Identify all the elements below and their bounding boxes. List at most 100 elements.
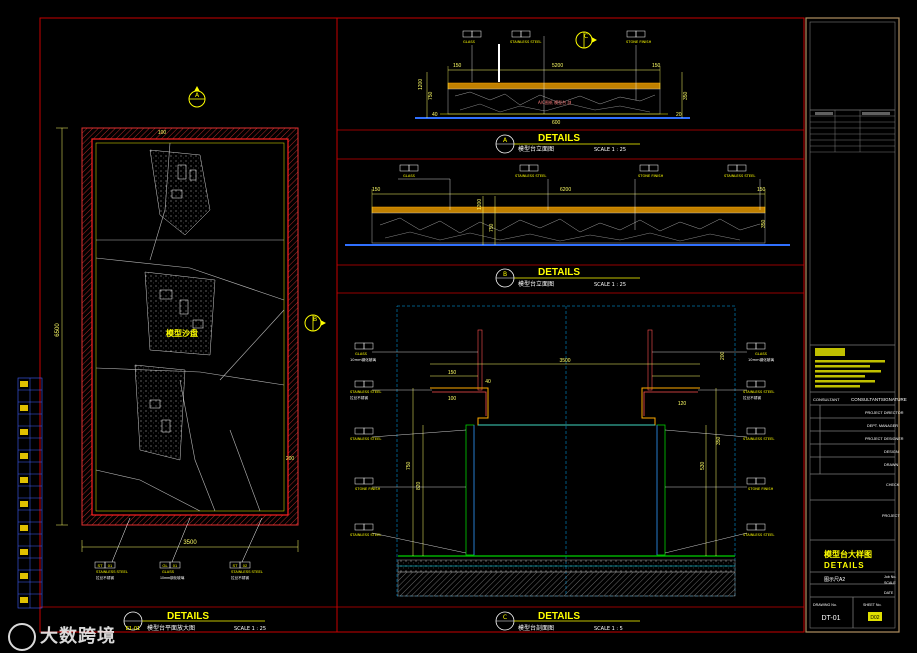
svg-text:3500: 3500 (559, 358, 570, 364)
svg-text:STAINLESS STEEL: STAINLESS STEEL (231, 570, 263, 574)
svg-text:SCALE 1 : 25: SCALE 1 : 25 (234, 626, 266, 632)
svg-text:模型台立面图: 模型台立面图 (518, 145, 554, 153)
plan-callout-3: ST 02 STAINLESS STEEL 拉丝不锈钢 (229, 517, 263, 580)
svg-text:DETAILS: DETAILS (538, 611, 580, 622)
svg-text:STONE FINISH: STONE FINISH (748, 487, 774, 491)
svg-text:拉丝不锈钢: 拉丝不锈钢 (96, 575, 114, 580)
marker-b-plan[interactable]: B (304, 314, 326, 332)
svg-text:DEPT. MANAGER: DEPT. MANAGER (867, 424, 898, 428)
view-title-c: C DETAILS 模型台剖面图 SCALE 1 : 5 (495, 611, 640, 632)
svg-text:B: B (503, 271, 507, 278)
svg-text:A: A (195, 92, 200, 99)
elevation-b (345, 189, 790, 246)
sheet-number: D02 (870, 615, 879, 621)
marker-a-plan[interactable]: A (188, 86, 206, 108)
drawing-number: DT-01 (821, 615, 840, 622)
svg-text:SHEET No.: SHEET No. (863, 603, 882, 607)
svg-text:5200: 5200 (552, 63, 563, 69)
svg-text:STAINLESS STEEL: STAINLESS STEEL (743, 390, 774, 394)
elevation-a-dims: 150 5200 150 600 1200 750 350 40 20 (418, 63, 689, 126)
svg-text:STAINLESS STEEL: STAINLESS STEEL (515, 174, 546, 178)
svg-text:750: 750 (489, 223, 495, 232)
plan-dim-edge: 100 (158, 130, 167, 136)
svg-text:150: 150 (652, 63, 661, 69)
svg-text:STAINLESS STEEL: STAINLESS STEEL (510, 40, 541, 44)
elevation-a-note: A/C图纸 模型台 剖 (538, 99, 571, 105)
svg-text:PROJECT: PROJECT (882, 514, 900, 518)
layer-strip (17, 377, 43, 609)
svg-text:DETAILS: DETAILS (167, 611, 209, 622)
svg-text:A: A (503, 137, 508, 144)
svg-text:STONE FINISH: STONE FINISH (638, 174, 664, 178)
svg-text:01: 01 (108, 563, 113, 568)
watermark-text: 大数跨境 (40, 626, 116, 647)
plan-callout-2: GL 01 GLASS 10mm钢化玻璃 (159, 517, 191, 580)
svg-text:1200: 1200 (418, 79, 424, 90)
svg-text:STAINLESS STEEL: STAINLESS STEEL (724, 174, 755, 178)
svg-text:CONSULTANT: CONSULTANT (813, 397, 840, 402)
svg-text:模型台平面放大图: 模型台平面放大图 (147, 624, 195, 632)
svg-text:350: 350 (716, 436, 722, 445)
svg-text:02: 02 (243, 563, 248, 568)
svg-text:DETAILS: DETAILS (538, 267, 580, 278)
plan-dim-side: 200 (286, 456, 295, 462)
svg-text:150: 150 (448, 370, 457, 376)
svg-text:STAINLESS STEEL: STAINLESS STEEL (350, 390, 381, 394)
svg-text:模型台剖面图: 模型台剖面图 (518, 624, 554, 632)
svg-text:拉丝不锈钢: 拉丝不锈钢 (350, 395, 368, 400)
svg-text:GL: GL (162, 563, 168, 568)
svg-text:1200: 1200 (477, 199, 483, 210)
drawing-title-cn: 模型台大样图 (824, 549, 872, 559)
svg-text:ST: ST (97, 563, 103, 568)
svg-text:10mm钢化玻璃: 10mm钢化玻璃 (160, 575, 185, 580)
svg-text:STONE FINISH: STONE FINISH (626, 40, 652, 44)
svg-text:DESIGN: DESIGN (884, 450, 899, 454)
svg-text:PROJECT DIRECTOR: PROJECT DIRECTOR (865, 411, 904, 415)
elevation-b-callouts: GLASS STAINLESS STEEL STONE FINISH STAIN… (398, 164, 761, 230)
svg-text:600: 600 (552, 120, 561, 126)
svg-text:GLASS: GLASS (403, 174, 416, 178)
svg-text:STAINLESS STEEL: STAINLESS STEEL (350, 533, 381, 537)
svg-text:STAINLESS STEEL: STAINLESS STEEL (350, 437, 381, 441)
svg-text:GLASS: GLASS (162, 570, 175, 574)
svg-text:820: 820 (416, 481, 422, 490)
svg-text:DATE: DATE (884, 591, 894, 595)
svg-text:6200: 6200 (560, 187, 571, 193)
drawing-title-en: DETAILS (824, 561, 865, 570)
svg-text:GLASS: GLASS (463, 40, 476, 44)
svg-text:ST: ST (232, 563, 238, 568)
svg-text:150: 150 (372, 187, 381, 193)
svg-text:STAINLESS STEEL: STAINLESS STEEL (96, 570, 128, 574)
svg-text:C: C (503, 614, 507, 621)
plan-view (81, 127, 299, 526)
svg-text:10mm钢化玻璃: 10mm钢化玻璃 (748, 357, 774, 362)
view-title-a: A DETAILS 模型台立面图 SCALE 1 : 25 (495, 133, 640, 154)
svg-text:Job No.: Job No. (884, 575, 896, 579)
svg-text:10mm钢化玻璃: 10mm钢化玻璃 (350, 357, 376, 362)
watermark-logo-icon (8, 623, 36, 651)
svg-text:40: 40 (432, 112, 438, 118)
watermark: 大数跨境 (8, 622, 116, 651)
svg-text:750: 750 (406, 461, 412, 470)
plan-dim-height: 6500 (55, 323, 61, 337)
svg-text:C: C (584, 33, 588, 40)
svg-text:350: 350 (761, 219, 767, 228)
elevation-a (415, 36, 690, 119)
svg-text:SCALE 1 : 25: SCALE 1 : 25 (594, 282, 626, 288)
title-block-text: CONSULTANT CONSULTANTSIGNATURE PROJECT D… (813, 397, 907, 622)
view-title-plan: E1-01 DETAILS 模型台平面放大图 SCALE 1 : 25 (123, 611, 266, 632)
svg-text:GLASS: GLASS (355, 352, 368, 356)
title-block (805, 17, 900, 633)
svg-text:20: 20 (676, 112, 682, 118)
svg-text:GLASS: GLASS (755, 352, 768, 356)
elevation-a-callouts: GLASS STAINLESS STEEL STONE FINISH (462, 30, 652, 100)
svg-text:DRAWING No.: DRAWING No. (813, 603, 837, 607)
svg-text:530: 530 (700, 461, 706, 470)
marker-c-elevation[interactable]: C (575, 31, 597, 49)
plan-callout-1: ST 01 STAINLESS STEEL 拉丝不锈钢 (94, 517, 131, 580)
plan-dim-width: 3500 (183, 540, 197, 546)
svg-text:STAINLESS STEEL: STAINLESS STEEL (743, 437, 774, 441)
section-c (396, 305, 736, 597)
